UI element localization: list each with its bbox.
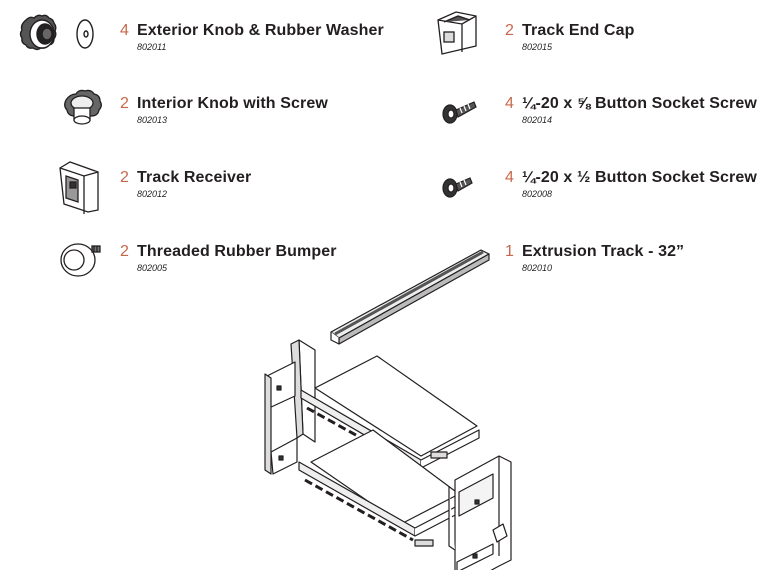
part-sku: 802013 xyxy=(137,115,168,125)
part-sku: 802012 xyxy=(137,189,168,199)
right-bracket-icon xyxy=(448,455,512,575)
part-sku: 802015 xyxy=(522,42,553,52)
part-quantity: 1 xyxy=(505,243,514,260)
part-name: Exterior Knob & Rubber Washer xyxy=(137,22,384,39)
rubber-bumper-icon xyxy=(56,236,108,280)
part-name: Track End Cap xyxy=(522,22,635,39)
part-sku: 802010 xyxy=(522,263,553,273)
part-quantity: 4 xyxy=(505,95,514,112)
extrusion-track-icon xyxy=(330,249,490,345)
part-name: ¼-20 x ⅝ Button Socket Screw xyxy=(522,95,757,112)
part-quantity: 2 xyxy=(120,243,129,260)
part-quantity: 4 xyxy=(120,22,129,39)
part-quantity: 2 xyxy=(120,169,129,186)
part-sku: 802014 xyxy=(522,115,553,125)
part-name: Interior Knob with Screw xyxy=(137,95,328,112)
exterior-knob-washer-icon xyxy=(18,12,108,58)
button-socket-screw-icon xyxy=(440,168,480,202)
lower-shelf-icon xyxy=(298,429,462,547)
track-receiver-icon xyxy=(56,158,106,214)
part-sku: 802005 xyxy=(137,263,168,273)
part-sku: 802011 xyxy=(137,42,167,52)
part-quantity: 4 xyxy=(505,169,514,186)
part-name: Track Receiver xyxy=(137,169,252,186)
exploded-assembly-diagram xyxy=(255,240,525,575)
part-quantity: 2 xyxy=(120,95,129,112)
part-quantity: 2 xyxy=(505,22,514,39)
part-name: ¼-20 x ½ Button Socket Screw xyxy=(522,169,757,186)
part-name: Extrusion Track - 32” xyxy=(522,243,685,260)
interior-knob-screw-icon xyxy=(60,86,106,130)
track-end-cap-icon xyxy=(430,8,486,58)
button-socket-screw-icon xyxy=(440,94,480,128)
left-bracket-icon xyxy=(264,339,316,475)
part-name: Threaded Rubber Bumper xyxy=(137,243,337,260)
part-sku: 802008 xyxy=(522,189,553,199)
